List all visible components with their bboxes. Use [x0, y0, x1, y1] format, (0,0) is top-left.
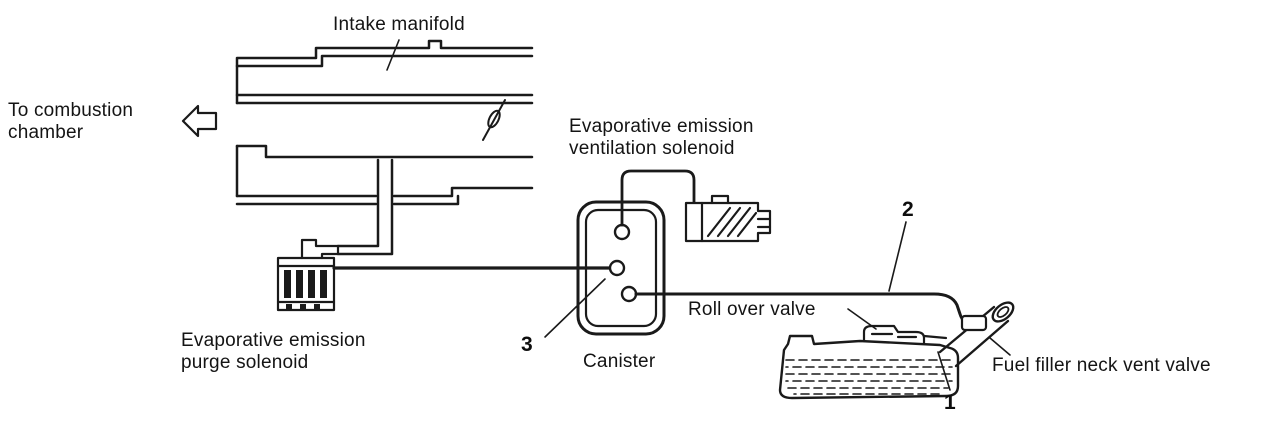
purge-solenoid-line1: Evaporative emission — [181, 330, 366, 351]
leader-callout-1 — [937, 351, 951, 391]
vent-solenoid-line2: ventilation solenoid — [569, 138, 735, 159]
purge-solenoid-drawing — [276, 238, 340, 312]
purge-solenoid-line2: purge solenoid — [181, 352, 309, 373]
filler-vent-valve-drawing — [960, 314, 988, 332]
leader-fuel-filler — [989, 337, 1011, 356]
purge-pipe-drawing — [336, 158, 394, 256]
leader-lines — [386, 39, 1011, 391]
intake-manifold-label: Intake manifold — [333, 14, 465, 35]
vent-hose-drawing — [620, 169, 696, 227]
vent-solenoid-drawing — [684, 194, 772, 243]
to-combustion-line2: chamber — [8, 122, 84, 143]
vent-solenoid-line1: Evaporative emission — [569, 116, 754, 137]
fuel-hatch-pattern — [785, 359, 953, 395]
roll-over-valve-label: Roll over valve — [688, 299, 816, 320]
leader-callout-3 — [544, 278, 606, 338]
to-combustion-line1: To combustion — [8, 100, 134, 121]
manifold-sensor-icon — [482, 99, 506, 141]
purge-solenoid-label: Evaporative emission purge solenoid — [181, 330, 366, 374]
callout-1: 1 — [944, 391, 956, 414]
vent-solenoid-label: Evaporative emission ventilation solenoi… — [569, 116, 754, 160]
leader-callout-2 — [888, 221, 907, 292]
canister-label: Canister — [583, 351, 656, 372]
fuel-filler-neck-vent-valve-label: Fuel filler neck vent valve — [992, 355, 1211, 376]
flow-arrow-icon — [181, 104, 218, 138]
to-combustion-chamber-label: To combustion chamber — [8, 100, 133, 144]
callout-2: 2 — [902, 198, 914, 221]
roll-over-valve-drawing — [862, 324, 948, 345]
callout-3: 3 — [521, 333, 533, 356]
fuel-tank-drawing — [778, 301, 1015, 400]
intake-manifold-drawing — [235, 39, 534, 206]
leader-intake-manifold — [386, 39, 400, 71]
leader-roll-over-valve — [847, 308, 877, 330]
